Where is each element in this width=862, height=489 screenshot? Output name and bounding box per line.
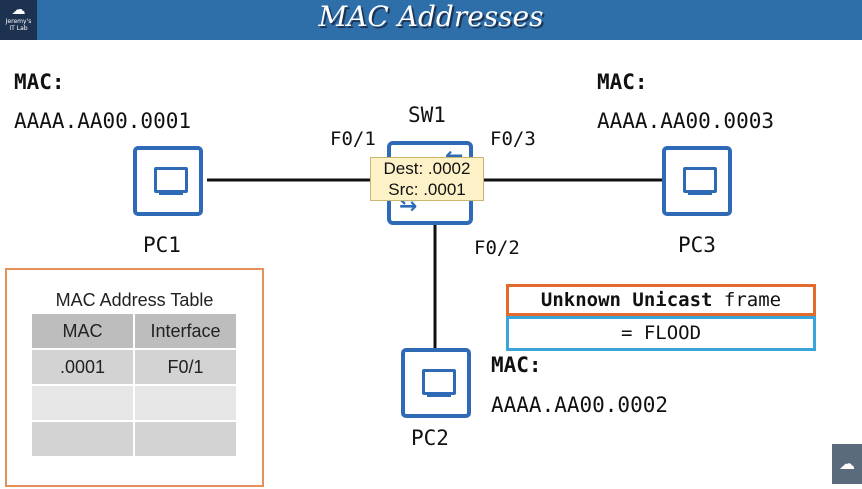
pc3-icon[interactable]: [662, 146, 732, 216]
table-cell: [30, 420, 135, 458]
port-f0-3-label: F0/3: [490, 128, 536, 150]
port-f0-1-label: F0/1: [330, 128, 376, 150]
pc1-label: PC1: [143, 233, 181, 257]
logo: ☁ Jeremy's IT Lab: [0, 0, 37, 40]
pc3-mac-label: MAC:: [597, 70, 648, 94]
table-row: [30, 420, 238, 458]
cloud-icon: ☁: [11, 2, 26, 18]
pc2-icon[interactable]: [401, 348, 471, 418]
port-f0-2-label: F0/2: [474, 237, 520, 259]
frame-src: Src: .0001: [388, 180, 466, 199]
cloud-logo-icon: ☁: [832, 444, 862, 484]
monitor-icon: [683, 167, 717, 193]
pc2-mac-address: AAAA.AA00.0002: [491, 393, 669, 417]
table-header-interface: Interface: [133, 312, 238, 350]
logo-text-2: IT Lab: [9, 25, 28, 32]
table-title: MAC Address Table: [55, 290, 214, 310]
pc3-mac-address: AAAA.AA00.0003: [597, 109, 775, 133]
mac-address-table: MAC Address Table MAC Interface .0001 F0…: [5, 268, 264, 487]
mac-table-grid: MAC Interface .0001 F0/1: [30, 312, 238, 458]
flood-callout: = FLOOD: [506, 316, 816, 351]
pc1-icon[interactable]: [133, 146, 203, 216]
unknown-unicast-callout: Unknown Unicast frame: [506, 284, 816, 316]
frame-text: frame: [723, 289, 782, 311]
frame-dest: Dest: .0002: [383, 159, 471, 178]
table-cell: [30, 384, 135, 422]
pc1-mac-address: AAAA.AA00.0001: [14, 109, 192, 133]
title-bar: ☁ Jeremy's IT Lab MAC Addresses: [0, 0, 862, 40]
monitor-icon: [422, 369, 456, 395]
unknown-unicast-text: Unknown Unicast: [540, 289, 713, 311]
page-title: MAC Addresses: [318, 0, 544, 33]
table-row: [30, 384, 238, 422]
table-cell: F0/1: [133, 348, 238, 386]
table-header-mac: MAC: [30, 312, 135, 350]
table-cell: [133, 420, 238, 458]
table-cell: [133, 384, 238, 422]
pc2-label: PC2: [411, 426, 449, 450]
table-row: .0001 F0/1: [30, 348, 238, 386]
pc3-label: PC3: [678, 233, 716, 257]
pc1-mac-label: MAC:: [14, 70, 65, 94]
switch-label: SW1: [408, 103, 446, 127]
pc2-mac-label: MAC:: [491, 353, 542, 377]
logo-text-1: Jeremy's: [5, 18, 32, 25]
table-cell: .0001: [30, 348, 135, 386]
monitor-icon: [154, 167, 188, 193]
frame-label: Dest: .0002 Src: .0001: [370, 157, 484, 201]
